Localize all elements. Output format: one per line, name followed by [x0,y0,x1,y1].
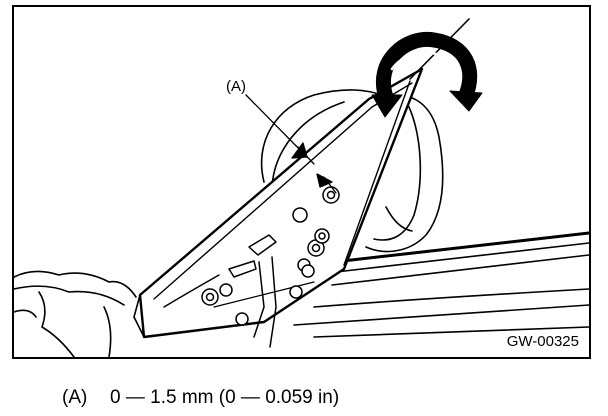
door-mirror-drawing [14,18,589,357]
door-trim [14,270,137,357]
mirror-base [133,67,424,339]
rotation-arrow [371,31,483,118]
legend-text: 0 — 1.5 mm (0 — 0.059 in) [110,387,340,408]
callout-label-a: (A) [226,78,246,95]
technical-illustration: (A) GW-00325 [12,5,591,359]
mirror-housing [260,89,444,253]
cable-line [409,18,470,80]
legend-row: (A) 0 — 1.5 mm (0 — 0.059 in) [62,388,339,407]
mounting-holes [201,186,340,326]
dimension-callout [245,94,337,194]
door-beltline [293,231,589,338]
figure-code: GW-00325 [506,333,579,350]
legend-key: (A) [62,387,88,408]
bracket-details [163,234,277,348]
